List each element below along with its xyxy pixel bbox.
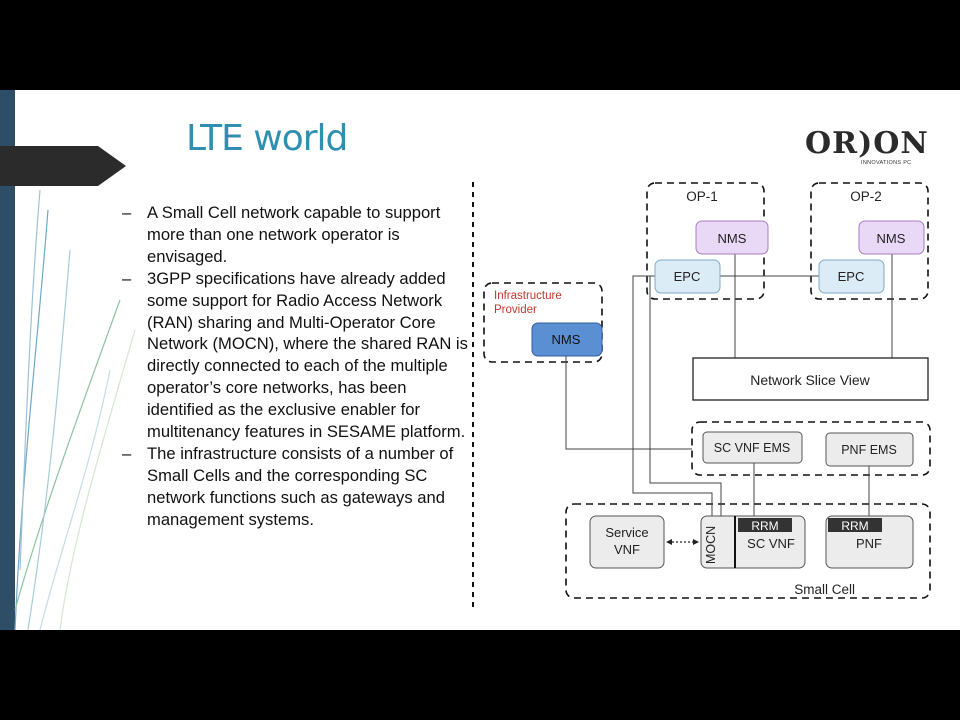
- arrow-head-right: [693, 539, 699, 545]
- slide-title: LTE world: [186, 118, 348, 159]
- bullet-marker: –: [122, 203, 132, 222]
- op1-epc-box: [654, 259, 721, 294]
- bullet-text: A Small Cell network capable to support …: [147, 203, 441, 266]
- architecture-diagram: OP-1 OP-2 Infrastructure Provider NMS EP…: [472, 182, 931, 610]
- service-vnf-box: [589, 515, 665, 569]
- pnf-rrm-box: [828, 518, 882, 532]
- ems-group: [691, 421, 931, 476]
- network-slice-view-label: Network Slice View: [750, 372, 870, 388]
- arrow-head-left: [666, 539, 672, 545]
- op1-group: [646, 182, 765, 300]
- connections: [565, 250, 893, 516]
- op1-epc-label: EPC: [674, 269, 701, 284]
- sc-rrm-box: [738, 518, 792, 532]
- bullet-item: –The infrastructure consists of a number…: [120, 443, 470, 531]
- bullet-text: The infrastructure consists of a number …: [147, 443, 454, 529]
- sc-vnf-ems-box: [702, 431, 803, 464]
- bullet-marker: –: [122, 268, 132, 288]
- pnf-ems-label: PNF EMS: [841, 443, 897, 457]
- pnf-rrm-label: RRM: [841, 519, 868, 533]
- bullet-item: –3GPP specifications have already added …: [120, 268, 470, 443]
- op2-epc-label: EPC: [838, 269, 865, 284]
- infra-nms-label: NMS: [552, 332, 581, 347]
- small-cell-group: [565, 503, 931, 599]
- decorative-curves: [14, 189, 136, 630]
- infra-provider-label-line2: Provider: [494, 304, 537, 316]
- left-accent-bar: [0, 90, 15, 630]
- op2-group: [810, 182, 929, 300]
- op1-nms-box: [695, 220, 769, 255]
- service-vnf-label-line1: Service: [605, 525, 648, 540]
- infra-provider-label-line1: Infrastructure: [494, 290, 562, 302]
- title-arrow-shape: [0, 146, 126, 186]
- sc-rrm-label: RRM: [751, 519, 778, 533]
- logo-wordmark: OR)ON: [805, 126, 929, 161]
- bullet-text: 3GPP specifications have already added s…: [147, 268, 468, 442]
- logo-subtitle: INNOVATIONS PC: [861, 160, 912, 166]
- small-cell-label: Small Cell: [794, 582, 855, 597]
- op2-label: OP-2: [850, 189, 882, 204]
- sc-vnf-label: SC VNF: [747, 536, 795, 551]
- bullet-item: –A Small Cell network capable to support…: [120, 202, 470, 268]
- pnf-ems-box: [825, 432, 914, 467]
- network-slice-view-box: [692, 357, 929, 401]
- pnf-label: PNF: [856, 536, 882, 551]
- mocn-label: MOCN: [704, 526, 718, 564]
- op1-label: OP-1: [686, 189, 718, 204]
- infra-provider-group: [483, 282, 603, 363]
- sc-vnf-ems-label: SC VNF EMS: [714, 441, 790, 455]
- op2-nms-box: [858, 220, 925, 255]
- bullet-marker: –: [122, 443, 132, 463]
- orion-logo: OR)ON INNOVATIONS PC: [803, 126, 928, 168]
- bullet-list: –A Small Cell network capable to support…: [120, 202, 470, 531]
- op2-epc-box: [818, 259, 885, 294]
- slide-decoration: [0, 90, 136, 630]
- op1-nms-label: NMS: [718, 231, 747, 246]
- slide: LTE world OR)ON INNOVATIONS PC –A Small …: [0, 90, 960, 630]
- op2-nms-label: NMS: [877, 231, 906, 246]
- service-vnf-label-line2: VNF: [614, 542, 640, 557]
- infra-nms-box: [531, 322, 603, 357]
